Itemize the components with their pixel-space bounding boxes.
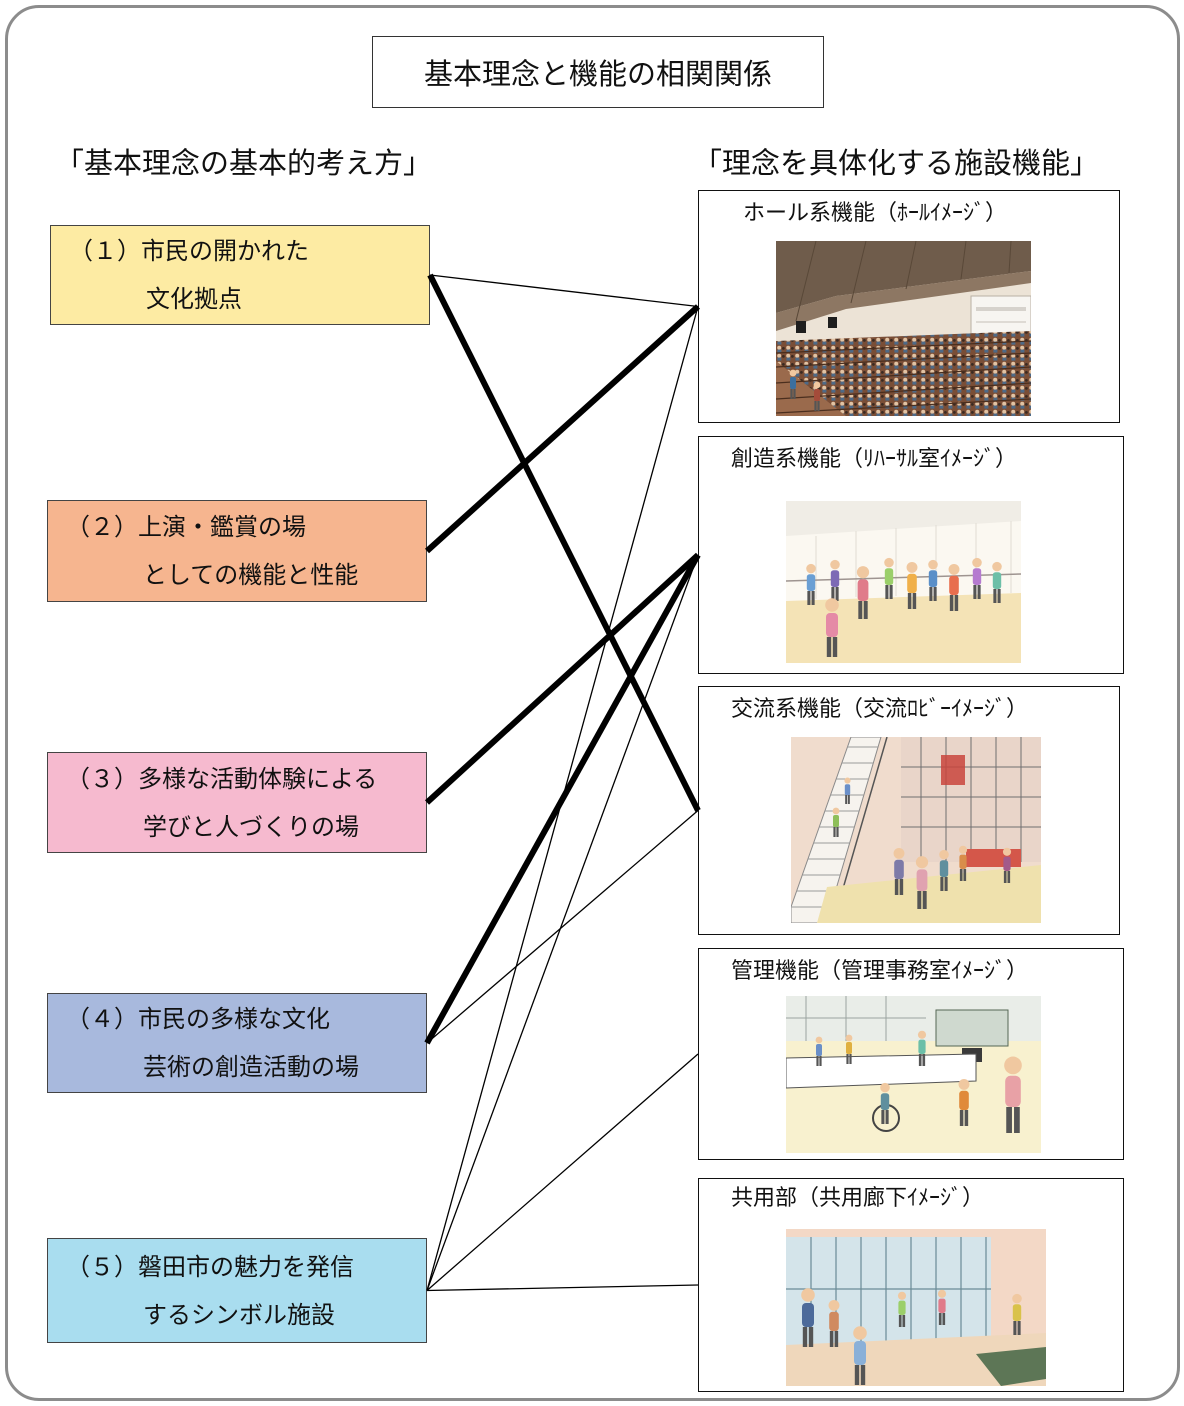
principle-5-line-1: （５）磐田市の魅力を発信 <box>66 1252 354 1281</box>
function-label-corridor: 共用部（共用廊下ｲﾒｰｼﾞ） <box>731 1186 985 1211</box>
function-box-rehearsal: 創造系機能（ﾘﾊｰｻﾙ室ｲﾒｰｼﾞ） <box>698 436 1124 674</box>
function-label-lobby: 交流系機能（交流ﾛﾋﾞｰｲﾒｰｼﾞ） <box>731 697 1029 722</box>
hall-illustration <box>776 241 1031 416</box>
outer-frame <box>5 5 1180 1401</box>
function-label-office: 管理機能（管理事務室ｲﾒｰｼﾞ） <box>731 959 1029 984</box>
diagram-title-text: 基本理念と機能の相関関係 <box>423 57 772 91</box>
principle-4-line-2: 芸術の創造活動の場 <box>143 1053 359 1081</box>
principle-1-line-1: （１）市民の開かれた <box>69 237 309 265</box>
function-label-hall: ホール系機能（ﾎｰﾙｲﾒｰｼﾞ） <box>743 201 1008 226</box>
principle-1-line-2: 文化拠点 <box>146 285 242 313</box>
principle-box-5: （５）磐田市の魅力を発信 するシンボル施設 <box>47 1238 427 1343</box>
principle-4-line-1: （４）市民の多様な文化 <box>66 1005 330 1033</box>
principle-5-line-2: するシンボル施設 <box>143 1300 335 1329</box>
principle-3-line-2: 学びと人づくりの場 <box>143 812 359 841</box>
function-box-office: 管理機能（管理事務室ｲﾒｰｼﾞ） <box>698 948 1124 1160</box>
function-box-lobby: 交流系機能（交流ﾛﾋﾞｰｲﾒｰｼﾞ） <box>698 686 1120 935</box>
principle-2-line-2: としての機能と性能 <box>143 561 359 589</box>
principle-box-3: （３）多様な活動体験による 学びと人づくりの場 <box>47 752 427 853</box>
rehearsal-room-illustration <box>786 501 1021 663</box>
lobby-illustration <box>791 737 1041 923</box>
principle-3-line-1: （３）多様な活動体験による <box>66 764 378 793</box>
diagram-title: 基本理念と機能の相関関係 <box>372 36 824 108</box>
principle-box-4: （４）市民の多様な文化 芸術の創造活動の場 <box>47 993 427 1093</box>
principles-heading: 「基本理念の基本的考え方」 <box>55 146 433 180</box>
functions-heading: 「理念を具体化する施設機能」 <box>693 146 1100 180</box>
function-box-corridor: 共用部（共用廊下ｲﾒｰｼﾞ） <box>698 1178 1124 1392</box>
principle-2-line-1: （２）上演・鑑賞の場 <box>66 513 306 541</box>
corridor-illustration <box>786 1229 1046 1386</box>
principle-box-2: （２）上演・鑑賞の場 としての機能と性能 <box>47 500 427 602</box>
function-box-hall: ホール系機能（ﾎｰﾙｲﾒｰｼﾞ） <box>698 190 1120 423</box>
function-label-rehearsal: 創造系機能（ﾘﾊｰｻﾙ室ｲﾒｰｼﾞ） <box>731 447 1018 472</box>
principle-box-1: （１）市民の開かれた 文化拠点 <box>50 225 430 325</box>
office-illustration <box>786 996 1041 1153</box>
